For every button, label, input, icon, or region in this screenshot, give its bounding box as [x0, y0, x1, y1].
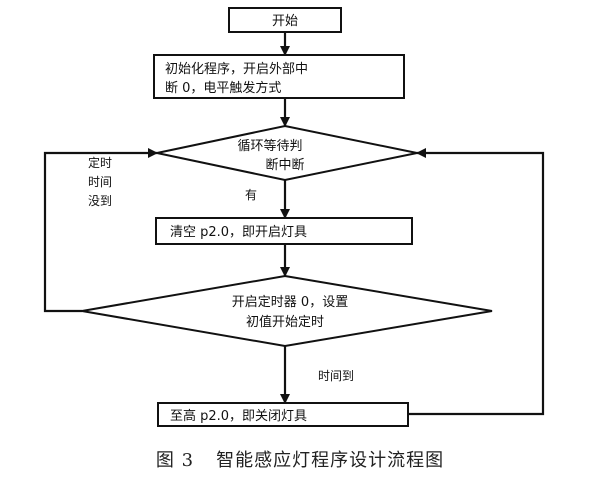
- label-timeout-no-line1: 定时: [88, 155, 112, 170]
- wait-interrupt-decision: 循环等待判 断中断: [156, 124, 418, 182]
- init-label-line2: 断 0，电平触发方式: [165, 80, 281, 96]
- wait-label-line2: 断中断: [265, 158, 304, 173]
- init-label-line1: 初始化程序，开启外部中: [165, 62, 308, 77]
- timer-decision: 开启定时器 0，设置 初值开始定时: [81, 274, 493, 348]
- clear-process-node: 清空 p2.0，即开启灯具: [155, 217, 413, 245]
- clear-label: 清空 p2.0，即开启灯具: [170, 225, 307, 240]
- caption-title: 智能感应灯程序设计流程图: [216, 450, 445, 471]
- label-timeout-yes: 时间到: [318, 369, 354, 383]
- sethigh-process-node: 至高 p2.0，即关闭灯具: [157, 402, 409, 427]
- start-label: 开始: [272, 14, 298, 29]
- timer-label-line2: 初值开始定时: [246, 314, 324, 330]
- caption-number: 图 3: [155, 450, 195, 471]
- sethigh-label: 至高 p2.0，即关闭灯具: [170, 408, 307, 424]
- connectors: [43, 32, 545, 416]
- label-has: 有: [245, 188, 257, 202]
- start-node: 开始: [228, 7, 342, 33]
- loop-timer-not-reached: [43, 148, 158, 313]
- wait-label-line1: 循环等待判: [237, 138, 302, 154]
- timer-label-line1: 开启定时器 0，设置: [232, 295, 348, 310]
- init-process-node: 初始化程序，开启外部中 断 0，电平触发方式: [153, 54, 405, 99]
- figure-caption: 图 3 智能感应灯程序设计流程图: [0, 446, 600, 472]
- label-timeout-no-line2: 时间: [88, 175, 112, 189]
- label-timeout-no-line3: 没到: [88, 193, 112, 208]
- loop-sethigh-back-to-wait: [408, 148, 545, 416]
